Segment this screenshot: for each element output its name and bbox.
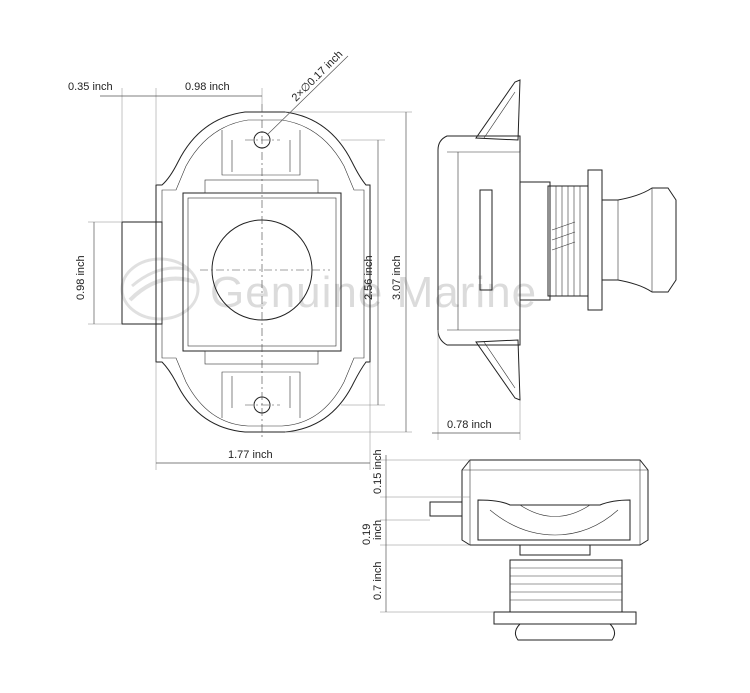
side-knob bbox=[601, 187, 677, 293]
top-tab bbox=[221, 130, 301, 176]
dim-flange-thickness: 0.15 inch bbox=[372, 449, 384, 494]
side-slot bbox=[479, 189, 493, 291]
watermark-text: Genuine Marine bbox=[210, 268, 537, 317]
top-flange bbox=[461, 459, 649, 546]
top-clip-band bbox=[477, 499, 631, 541]
dim-overall-width: 1.77 inch bbox=[228, 449, 273, 461]
dim-knob-gap-line2: inch bbox=[372, 520, 384, 540]
dim-overall-height: 3.07 inch bbox=[391, 255, 403, 300]
dim-hole-diameter: 2×∅0.17 inch bbox=[290, 48, 346, 104]
nut-flange bbox=[587, 169, 603, 311]
bottom-clip bbox=[475, 339, 521, 401]
top-dimensions: 0.15 inch 0.19 inch 0.7 inch bbox=[361, 449, 494, 613]
dim-knob-gap-line1: 0.19 bbox=[361, 524, 373, 545]
top-thread-rings bbox=[509, 559, 623, 613]
dim-knob-projection: 0.7 inch bbox=[372, 561, 384, 600]
watermark: Genuine Marine bbox=[120, 257, 537, 321]
dim-side-depth: 0.78 inch bbox=[447, 419, 492, 431]
top-nut bbox=[493, 611, 637, 625]
dim-hole-spacing: 0.98 inch bbox=[185, 81, 230, 93]
bottom-tab bbox=[221, 371, 301, 418]
dim-left-offset: 0.35 inch bbox=[68, 81, 113, 93]
front-dimensions: 0.35 inch 0.98 inch 2×∅0.17 inch 0.98 in… bbox=[68, 48, 412, 470]
side-view bbox=[437, 79, 677, 401]
dim-body-height: 0.98 inch bbox=[75, 255, 87, 300]
top-clip bbox=[475, 79, 521, 141]
side-dimensions: 0.78 inch bbox=[432, 330, 521, 440]
dim-inner-height: 2.56 inch bbox=[363, 255, 375, 300]
top-knob bbox=[514, 623, 616, 641]
top-pin bbox=[429, 501, 463, 517]
thread-rings bbox=[547, 185, 589, 297]
top-view bbox=[429, 459, 649, 641]
barrel-base bbox=[519, 181, 551, 301]
front-flange-inner bbox=[161, 119, 365, 427]
watermark-logo-icon bbox=[120, 257, 200, 321]
